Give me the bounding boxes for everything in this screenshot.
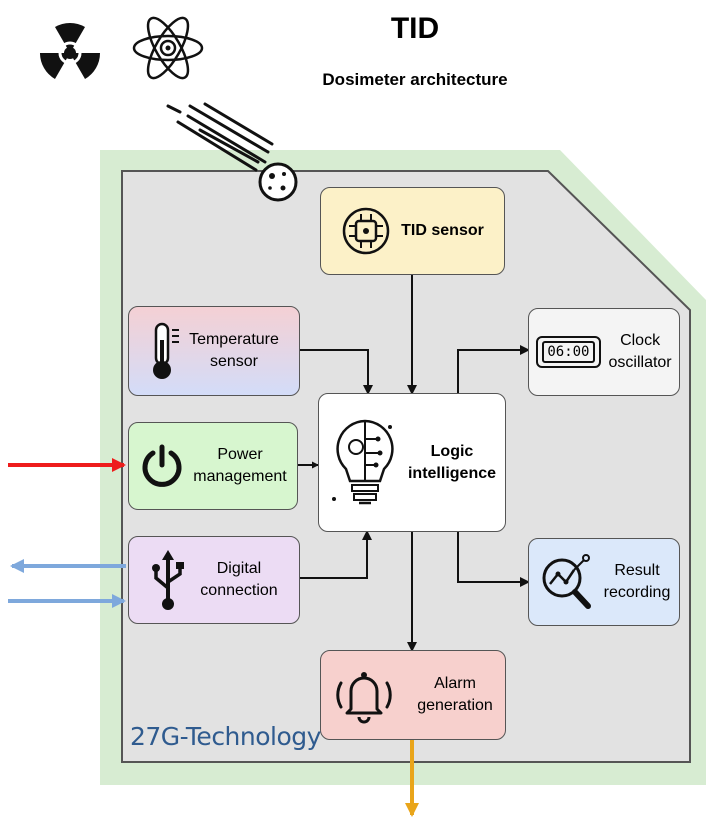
digital-connection-label: Digital connection xyxy=(200,560,278,599)
bell-icon xyxy=(333,665,395,725)
result-recording-block: Result recording xyxy=(528,538,680,626)
page-subtitle: Dosimeter architecture xyxy=(322,70,508,89)
power-management-label: Power management xyxy=(193,446,287,485)
arrow-temp-to-logic xyxy=(300,349,373,395)
temperature-sensor-block: Temperature sensor xyxy=(128,306,300,396)
temperature-sensor-label: Temperature sensor xyxy=(189,331,279,370)
page-title: TID xyxy=(390,12,440,45)
logic-intelligence-label: Logic intelligence xyxy=(407,442,497,482)
lightbulb-brain-icon xyxy=(328,413,402,513)
radiation-icon xyxy=(39,22,101,79)
arrow-clock-logic xyxy=(453,345,530,401)
usb-icon xyxy=(150,548,186,612)
power-icon xyxy=(139,443,185,489)
clock-oscillator-block: 06:00 Clock oscillator xyxy=(528,308,680,396)
digital-connection-block: Digital connection xyxy=(128,536,300,624)
logic-intelligence-block: Logic intelligence xyxy=(318,393,506,532)
thermometer-icon xyxy=(149,320,183,382)
arrow-logic-result xyxy=(453,524,530,587)
tid-sensor-block: TID sensor xyxy=(320,187,505,275)
meteor-icon xyxy=(166,102,298,202)
atom-icon xyxy=(132,16,204,80)
clock-display: 06:00 xyxy=(542,341,595,363)
power-management-block: Power management xyxy=(128,422,298,510)
arrow-digital-logic xyxy=(292,530,372,583)
brand-logo-text: 27G-Technology xyxy=(130,722,321,751)
result-recording-label: Result recording xyxy=(603,562,671,601)
digital-clock-icon: 06:00 xyxy=(536,336,601,368)
clock-oscillator-label: Clock oscillator xyxy=(608,332,672,371)
tid-sensor-label: TID sensor xyxy=(401,222,484,240)
alarm-generation-label: Alarm generation xyxy=(417,675,493,714)
magnifier-chart-icon xyxy=(538,552,596,612)
chip-icon xyxy=(341,206,391,256)
alarm-generation-block: Alarm generation xyxy=(320,650,506,740)
